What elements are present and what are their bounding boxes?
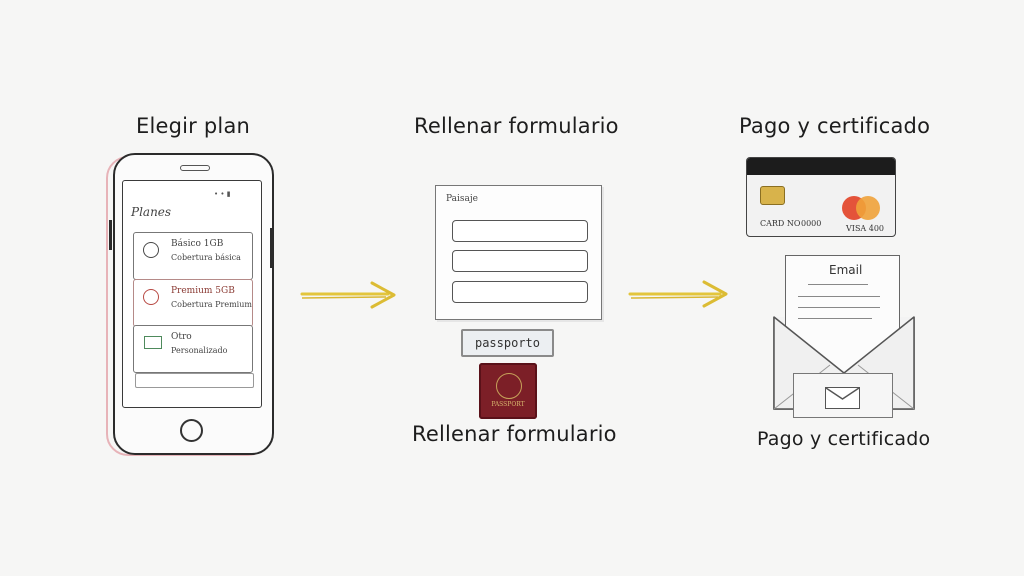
letter-line — [798, 307, 880, 308]
letter-line — [798, 296, 880, 297]
card-magnetic-stripe — [747, 158, 895, 175]
plan-description: Cobertura Premium — [171, 300, 252, 309]
alert-icon — [143, 289, 159, 305]
step-title-payment: Pago y certificado — [739, 114, 931, 138]
form-field-1[interactable] — [452, 220, 588, 242]
phone-continue-bar[interactable] — [135, 373, 254, 388]
passport-button[interactable]: passporto — [461, 329, 554, 357]
passport-seal-icon — [496, 373, 522, 399]
plan-name: Básico 1GB — [171, 239, 224, 249]
credit-card: CARD NO 0000 VISA 400 — [746, 157, 896, 237]
plan-description: Personalizado — [171, 346, 228, 355]
phone-speaker — [180, 165, 210, 171]
card-icon — [144, 336, 162, 349]
card-text-mid: 0000 — [801, 219, 822, 228]
card-text-right: VISA 400 — [846, 224, 885, 233]
plan-card-basic[interactable]: Básico 1GB Cobertura básica — [133, 232, 253, 280]
mail-icon — [825, 387, 860, 409]
plan-description: Cobertura básica — [171, 253, 241, 262]
phone-side-button — [270, 228, 273, 268]
form-field-2[interactable] — [452, 250, 588, 272]
phone-header-title: Planes — [131, 205, 172, 219]
letter-line — [808, 284, 868, 285]
phone-side-button — [109, 220, 112, 250]
plan-name: Otro — [171, 332, 192, 342]
plan-name: Premium 5GB — [171, 286, 235, 296]
passport-image: PASSPORT — [479, 363, 537, 419]
form-label: Paisaje — [446, 194, 478, 204]
card-chip-icon — [760, 186, 785, 205]
passport-cover-text: PASSPORT — [491, 401, 525, 408]
step-title-choose-plan: Elegir plan — [136, 114, 251, 138]
plan-radio-icon — [143, 242, 159, 258]
form-field-3[interactable] — [452, 281, 588, 303]
form-caption: Rellenar formulario — [412, 422, 617, 446]
payment-caption: Pago y certificado — [757, 428, 931, 450]
plan-card-premium[interactable]: Premium 5GB Cobertura Premium — [133, 279, 253, 327]
letter-line — [798, 318, 872, 319]
step-title-fill-form: Rellenar formulario — [414, 114, 619, 138]
plan-card-other[interactable]: Otro Personalizado — [133, 325, 253, 373]
card-brand-logo-icon — [856, 196, 880, 220]
phone-status-icon: • • ▮ — [214, 190, 231, 198]
email-label: Email — [829, 263, 863, 277]
arrow-right-icon — [300, 281, 396, 309]
card-text-left: CARD NO — [760, 219, 801, 228]
phone-home-button[interactable] — [180, 419, 203, 442]
arrow-right-icon — [628, 280, 728, 308]
